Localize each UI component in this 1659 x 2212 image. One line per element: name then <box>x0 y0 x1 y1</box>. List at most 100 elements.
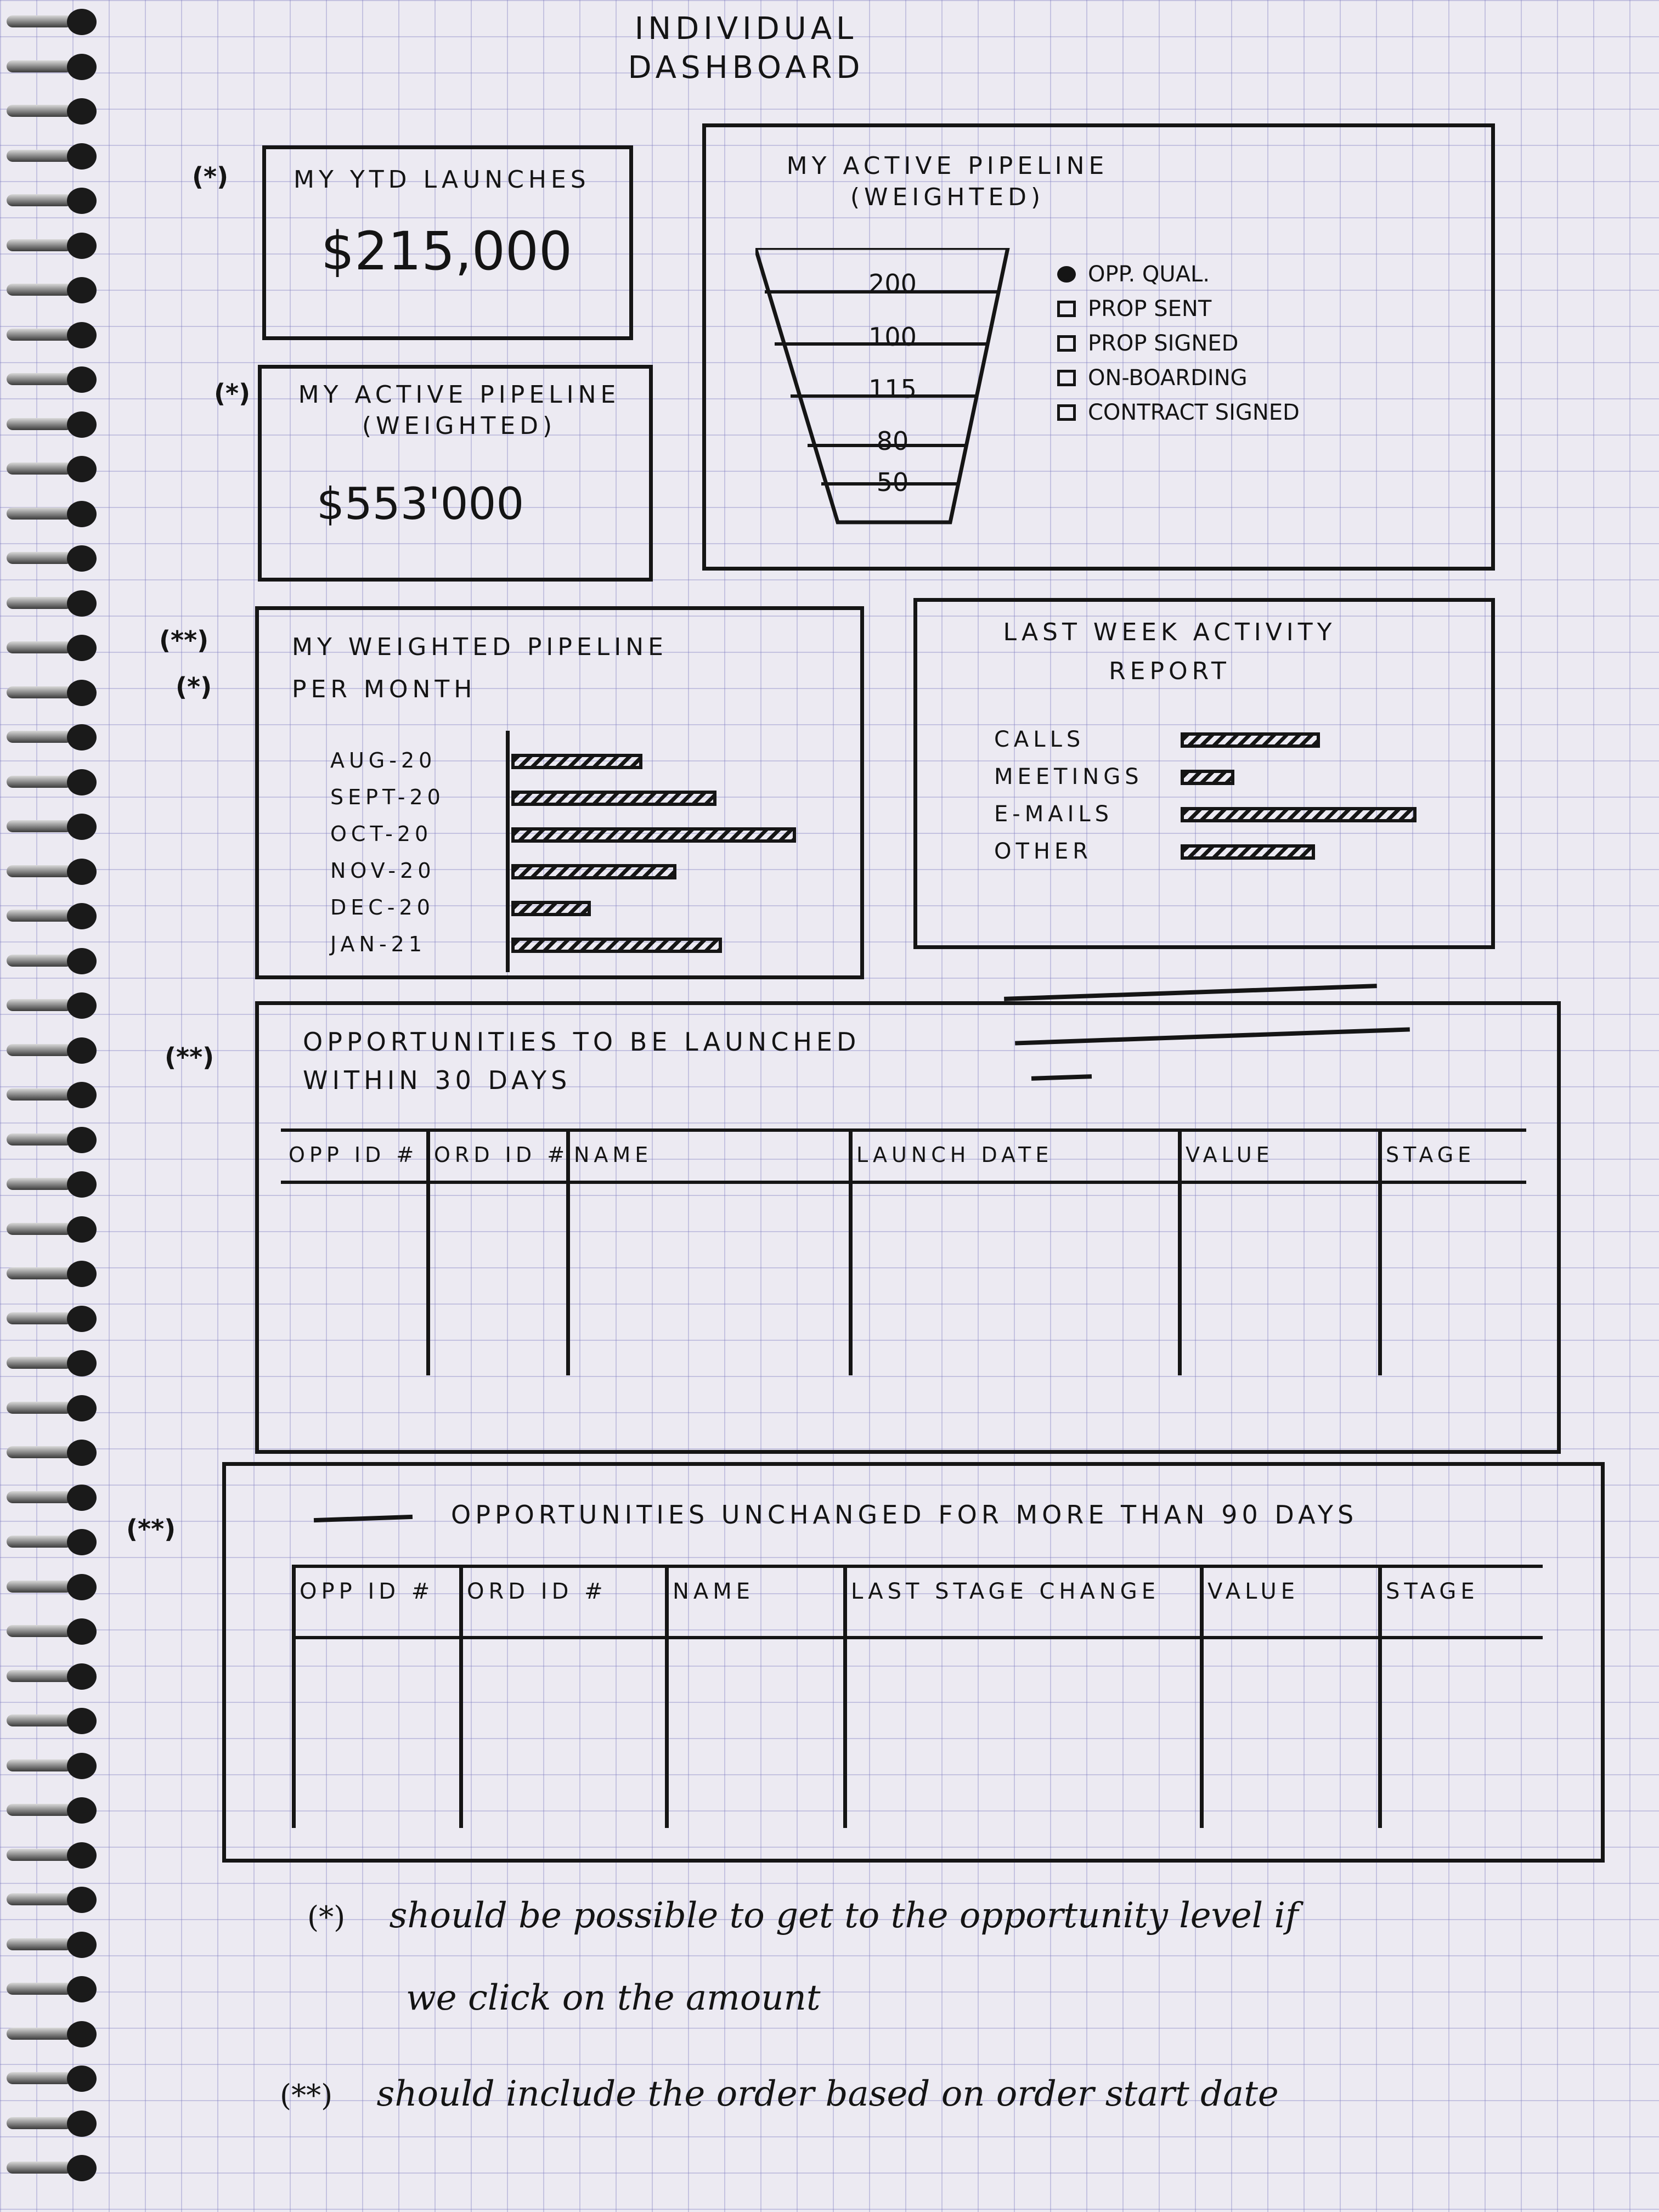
unchanged-title: OPPORTUNITIES UNCHANGED FOR MORE THAN 90… <box>451 1500 1358 1530</box>
spiral-ring <box>7 5 100 40</box>
table-column-header[interactable]: LAST STAGE CHANGE <box>851 1579 1160 1604</box>
table-column-header[interactable]: OPP ID # <box>300 1579 435 1604</box>
table-header-underline <box>292 1636 1543 1639</box>
table-column-divider <box>292 1565 296 1828</box>
bar-category-label: SEPT-20 <box>330 785 445 809</box>
scribble-strike <box>1004 984 1377 1001</box>
spiral-ring <box>7 2152 100 2186</box>
table-column-header[interactable]: NAME <box>574 1143 653 1167</box>
spiral-ring <box>7 95 100 129</box>
note-two: (**) should include the order based on o… <box>280 2074 1279 2114</box>
spiral-ring <box>7 542 100 576</box>
spiral-ring <box>7 1034 100 1068</box>
spiral-ring <box>7 1839 100 1873</box>
table-column-header[interactable]: ORD ID # <box>467 1579 607 1604</box>
legend-label: ON-BOARDING <box>1088 365 1248 391</box>
spiral-ring <box>7 184 100 218</box>
bar-category-label: OCT-20 <box>330 822 433 846</box>
spiral-ring <box>7 2062 100 2096</box>
spiral-ring <box>7 1257 100 1291</box>
activity-report-title: LAST WEEK ACTIVITY REPORT <box>1003 618 1336 685</box>
table-column-divider <box>1178 1128 1182 1375</box>
note-one-line-two: we click on the amount <box>406 1978 821 2018</box>
spiral-ring <box>7 900 100 934</box>
table-column-header[interactable]: LAUNCH DATE <box>856 1143 1053 1167</box>
weighted-pipeline-title: MY WEIGHTED PIPELINE PER MONTH <box>292 633 668 703</box>
spiral-ring <box>7 2018 100 2052</box>
funnel-legend-item: PROP SIGNED <box>1057 331 1238 356</box>
spiral-ring <box>7 453 100 487</box>
launch-soon-card: OPPORTUNITIES TO BE LAUNCHED WITHIN 30 D… <box>255 1001 1561 1454</box>
table-column-header[interactable]: STAGE <box>1386 1579 1479 1604</box>
bar-mark[interactable] <box>1181 807 1417 822</box>
funnel-stage-value[interactable]: 80 <box>876 426 909 456</box>
spiral-ring <box>7 1436 100 1470</box>
ytd-launches-value[interactable]: $215,000 <box>321 221 573 282</box>
funnel-stage-value[interactable]: 115 <box>868 374 917 404</box>
spiral-ring <box>7 1124 100 1158</box>
spiral-ring <box>7 1079 100 1113</box>
legend-swatch-icon <box>1057 404 1076 421</box>
legend-label: PROP SIGNED <box>1088 331 1239 356</box>
spiral-ring <box>7 1481 100 1515</box>
ytd-launches-card[interactable]: MY YTD LAUNCHES $215,000 <box>262 145 633 340</box>
funnel-legend-item: PROP SENT <box>1057 296 1211 321</box>
spiral-ring <box>7 1213 100 1247</box>
spiral-ring <box>7 1973 100 2007</box>
notebook-spiral-binding <box>0 0 115 2212</box>
funnel-chart <box>755 248 1010 524</box>
launch-soon-title: OPPORTUNITIES TO BE LAUNCHED WITHIN 30 D… <box>303 1027 861 1095</box>
spiral-ring <box>7 274 100 308</box>
funnel-stage-value[interactable]: 200 <box>868 269 917 298</box>
note-one-text: should be possible to get to the opportu… <box>389 1895 1299 1936</box>
bar-mark[interactable] <box>511 864 676 879</box>
table-column-header[interactable]: NAME <box>673 1579 755 1604</box>
bar-mark[interactable] <box>1181 732 1320 748</box>
legend-label: CONTRACT SIGNED <box>1088 400 1300 425</box>
bar-category-label: AUG-20 <box>330 748 437 772</box>
table-column-header[interactable]: ORD ID # <box>434 1143 569 1167</box>
bar-mark[interactable] <box>511 827 796 843</box>
spiral-ring <box>7 1615 100 1649</box>
active-pipeline-value[interactable]: $553'000 <box>317 478 524 529</box>
spiral-ring <box>7 229 100 263</box>
spiral-ring <box>7 1392 100 1426</box>
table-column-divider <box>1378 1128 1382 1375</box>
legend-label: PROP SENT <box>1088 296 1212 321</box>
bar-mark[interactable] <box>511 791 716 806</box>
table-column-header[interactable]: OPP ID # <box>289 1143 419 1167</box>
bar-category-label: JAN-21 <box>330 932 427 956</box>
chart-axis <box>506 731 510 972</box>
table-column-divider <box>566 1128 570 1375</box>
table-column-header[interactable]: VALUE <box>1207 1579 1300 1604</box>
table-column-header[interactable]: VALUE <box>1186 1143 1274 1167</box>
spiral-ring <box>7 587 100 621</box>
funnel-stage-value[interactable]: 50 <box>876 467 909 497</box>
bar-category-label: DEC-20 <box>330 895 435 919</box>
spiral-ring <box>7 1794 100 1828</box>
spiral-ring <box>7 408 100 442</box>
table-header-underline <box>281 1181 1526 1184</box>
active-pipeline-card[interactable]: MY ACTIVE PIPELINE (WEIGHTED) $553'000 <box>258 365 653 582</box>
spiral-ring <box>7 631 100 665</box>
spiral-ring <box>7 1571 100 1605</box>
ytd-launches-title: MY YTD LAUNCHES <box>294 166 590 194</box>
spiral-ring <box>7 945 100 979</box>
legend-swatch-icon <box>1057 266 1076 283</box>
bar-mark[interactable] <box>511 938 722 953</box>
bar-mark[interactable] <box>511 901 591 916</box>
bar-mark[interactable] <box>1181 844 1315 860</box>
bar-mark[interactable] <box>511 754 642 769</box>
table-column-divider <box>849 1128 853 1375</box>
spiral-ring <box>7 319 100 353</box>
scribble-strike <box>313 1514 413 1523</box>
bar-mark[interactable] <box>1181 770 1234 785</box>
spiral-ring <box>7 2107 100 2141</box>
funnel-stage-value[interactable]: 100 <box>868 322 917 352</box>
bar-category-label: CALLS <box>994 727 1085 752</box>
footnote-mark-one: (*) <box>176 672 212 702</box>
spiral-ring <box>7 1526 100 1560</box>
table-column-header[interactable]: STAGE <box>1386 1143 1476 1167</box>
funnel-legend-item: CONTRACT SIGNED <box>1057 400 1300 425</box>
